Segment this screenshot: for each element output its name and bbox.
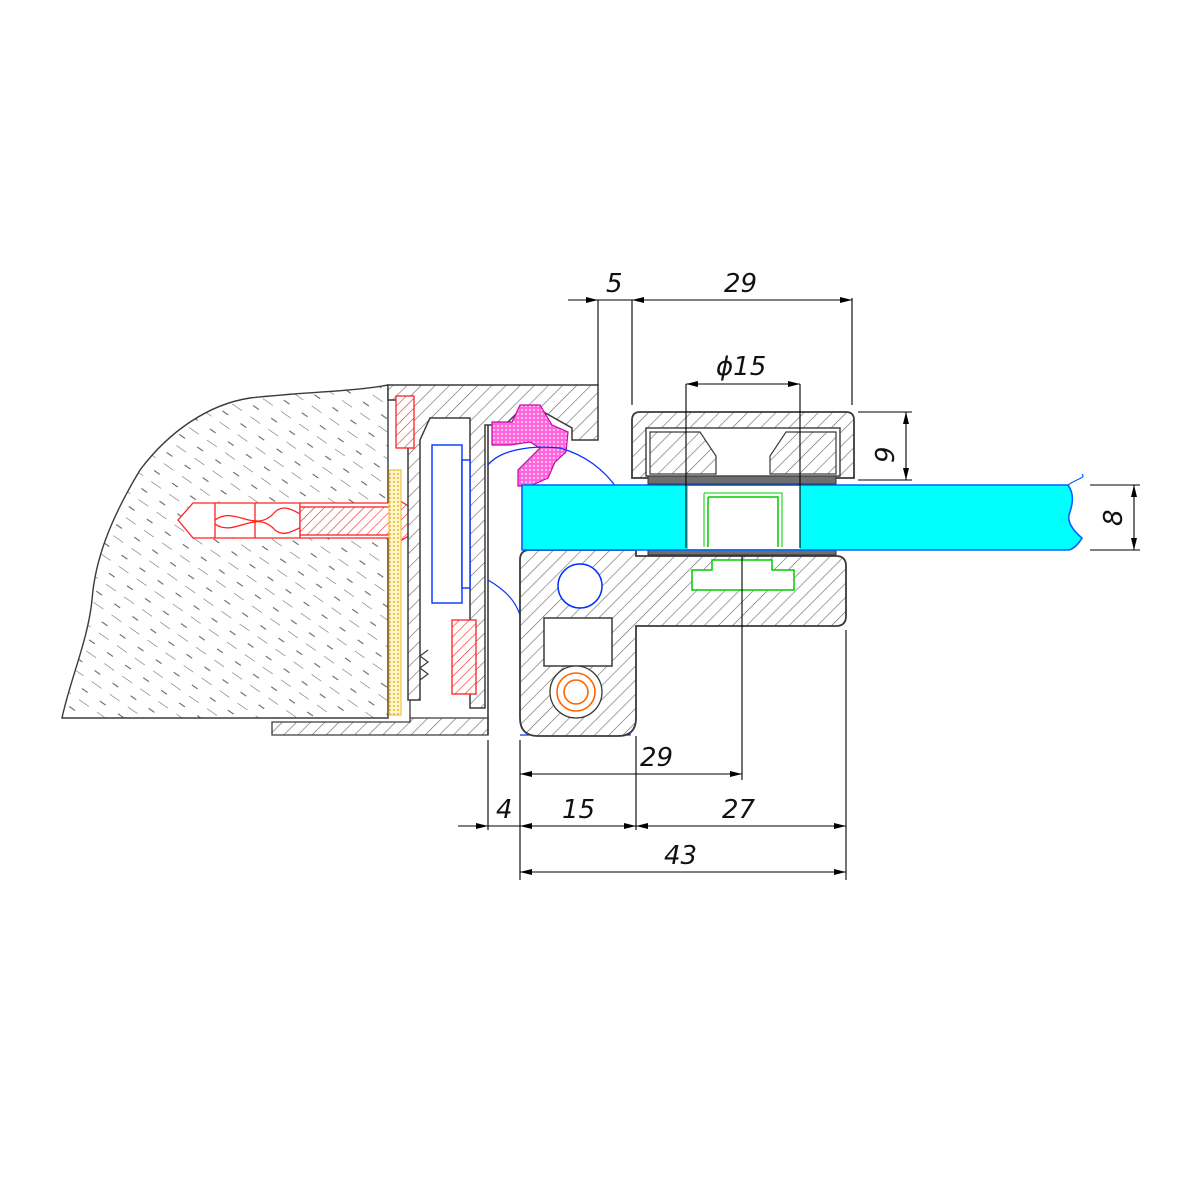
anchor-bolt bbox=[177, 496, 413, 546]
wall-section bbox=[61, 384, 389, 719]
lower-clamp-body bbox=[519, 545, 847, 737]
dim-glass-thickness: 8 bbox=[1099, 509, 1129, 526]
mounting-plate bbox=[431, 444, 471, 604]
upper-clamp-cap bbox=[631, 411, 855, 485]
wall-profile bbox=[271, 384, 599, 736]
dim-top-gap: 5 bbox=[606, 269, 623, 299]
dim-total-width: 43 bbox=[664, 841, 697, 871]
dimension-arrows bbox=[476, 297, 1137, 875]
rubber-seal bbox=[491, 404, 569, 487]
dim-body-width: 15 bbox=[562, 795, 595, 825]
glass-panel bbox=[521, 473, 1084, 551]
dim-bore-diameter: ϕ15 bbox=[716, 352, 766, 382]
dim-pin-offset: 29 bbox=[640, 743, 673, 773]
filler-strip bbox=[388, 469, 402, 716]
dim-wall-gap: 4 bbox=[496, 795, 513, 825]
dim-clamp-width: 27 bbox=[722, 795, 756, 825]
dim-clamp-height: 9 bbox=[871, 446, 901, 463]
dim-top-width: 29 bbox=[724, 269, 757, 299]
